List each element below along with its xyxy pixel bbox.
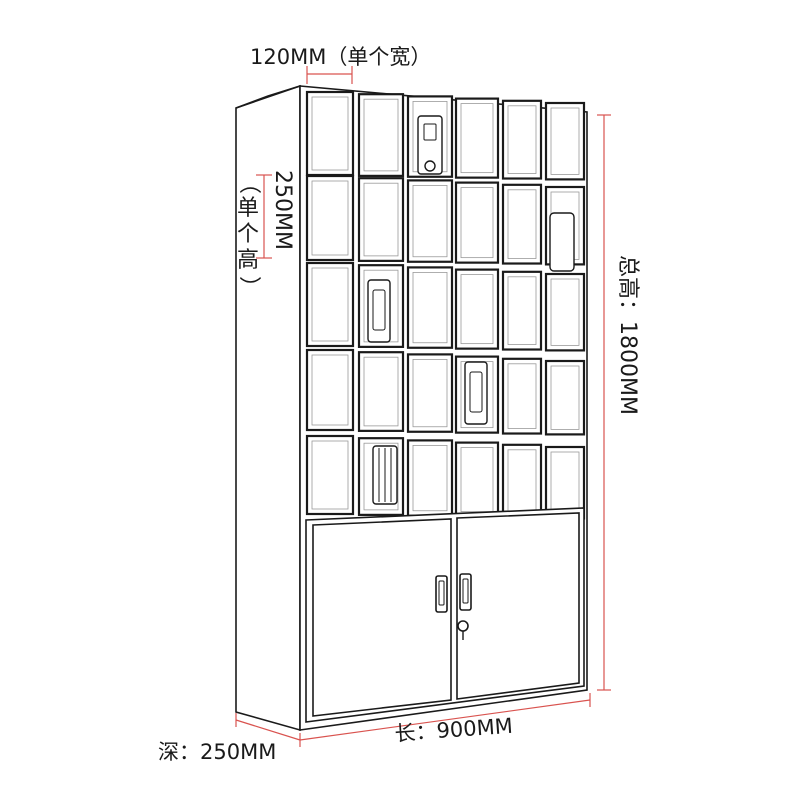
door-lock-icon xyxy=(457,620,469,632)
locker-cell-inner xyxy=(311,267,349,342)
unit-width-label: 120MM（单个宽） xyxy=(250,45,432,69)
locker-cell xyxy=(501,270,543,351)
depth-label: 深：250MM xyxy=(158,740,277,764)
locker-cell-inner xyxy=(550,365,580,430)
dimension-lines xyxy=(235,66,611,747)
locker-cell-inner xyxy=(507,105,537,174)
locker-cell xyxy=(501,183,543,265)
locker-cell-inner xyxy=(412,271,448,344)
locker-cell xyxy=(357,93,405,177)
locker-cell-inner xyxy=(460,274,494,345)
locker-cell xyxy=(501,357,543,435)
locker-items xyxy=(367,115,575,505)
locker-cell-inner xyxy=(550,107,580,175)
locker-cell xyxy=(305,348,355,432)
cabinet-top-edge xyxy=(235,85,301,109)
locker-cell-inner xyxy=(507,189,537,259)
locker-cell xyxy=(544,101,586,181)
locker-cell-inner xyxy=(412,444,448,512)
locker-cell xyxy=(454,97,500,179)
locker-cell xyxy=(544,445,586,520)
locker-cell xyxy=(501,443,543,519)
depth-dimension-line xyxy=(235,719,301,741)
locker-cell-inner xyxy=(507,276,537,345)
phone-icon xyxy=(549,212,575,272)
locker-cell-inner xyxy=(311,440,349,510)
locker-cell-inner xyxy=(550,278,580,346)
locker-cell xyxy=(305,174,355,262)
locker-cell xyxy=(357,351,405,432)
locker-cell xyxy=(406,439,454,517)
locker-cell-inner xyxy=(460,447,494,513)
unit-height-note-label: （单个高） xyxy=(236,171,261,298)
right-door xyxy=(456,512,580,700)
length-dimension-line xyxy=(299,699,591,741)
locker-cell xyxy=(544,359,586,436)
locker-grid xyxy=(305,90,586,520)
locker-cell-inner xyxy=(311,180,349,256)
locker-cell xyxy=(305,261,355,348)
locker-cell-inner xyxy=(311,354,349,426)
locker-cell xyxy=(305,90,355,177)
locker-cell xyxy=(406,179,454,263)
locker-cell-inner xyxy=(311,96,349,171)
locker-cell xyxy=(501,99,543,180)
left-door xyxy=(312,518,452,717)
locker-cell xyxy=(305,434,355,516)
locker-cell-inner xyxy=(412,358,448,428)
locker-cell-inner xyxy=(460,103,494,174)
locker-cell-inner xyxy=(460,187,494,259)
unit-height-value-label: 250MM xyxy=(270,170,295,250)
locker-cell-inner xyxy=(363,182,399,257)
locker-cell-inner xyxy=(363,356,399,427)
locker-cell xyxy=(357,177,405,262)
locker-cell xyxy=(454,268,500,350)
locker-cell xyxy=(406,266,454,349)
locker-cell-inner xyxy=(363,442,399,511)
locker-cell-inner xyxy=(363,98,399,172)
locker-cell xyxy=(406,353,454,433)
total-height-label: 总高：1800MM xyxy=(615,255,640,415)
locker-cell-inner xyxy=(412,184,448,258)
locker-cell xyxy=(544,272,586,352)
locker-cell xyxy=(454,181,500,264)
lower-cabinet xyxy=(305,507,585,723)
locker-cell-inner xyxy=(507,363,537,429)
locker-cell xyxy=(454,441,500,518)
